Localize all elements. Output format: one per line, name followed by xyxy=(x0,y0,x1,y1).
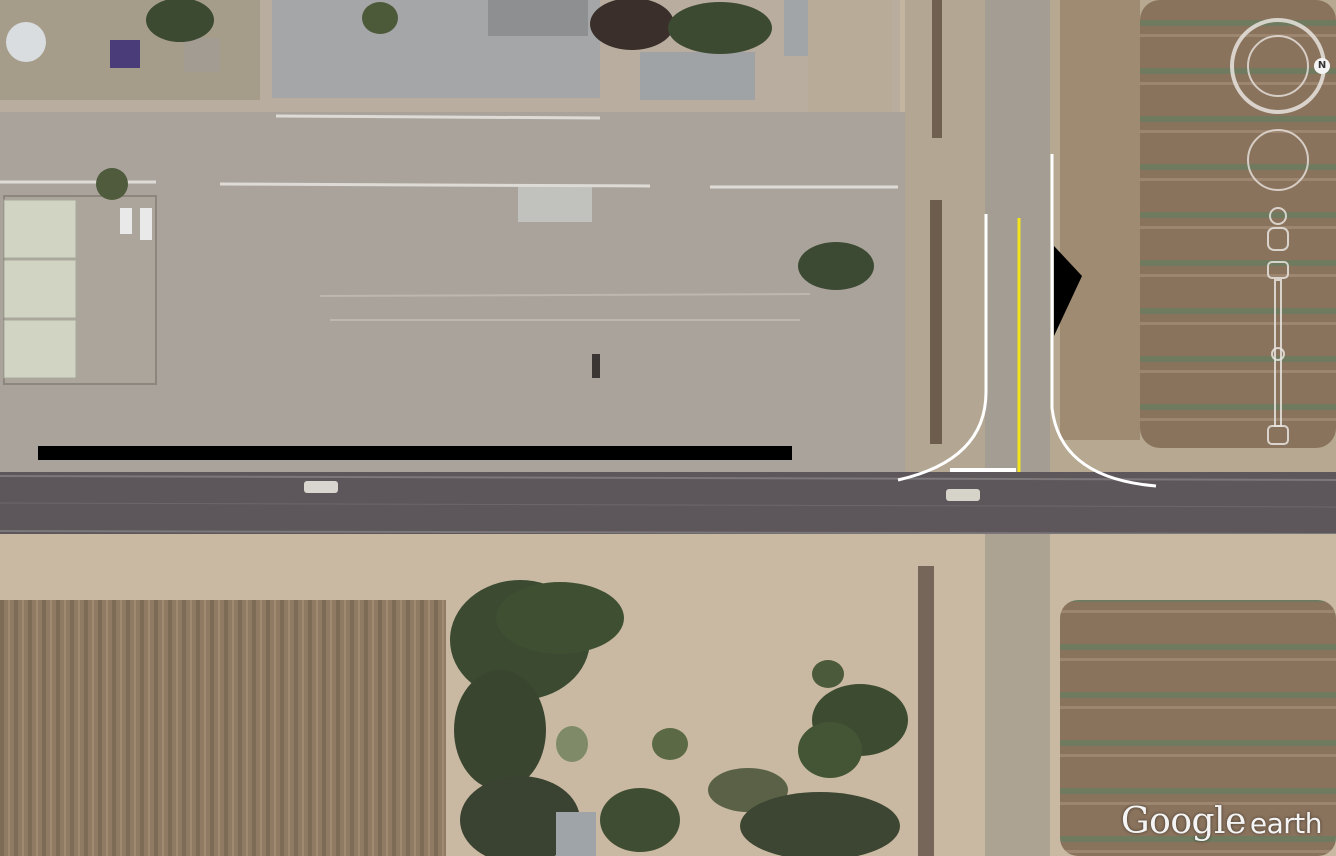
crop-field-southwest xyxy=(0,600,446,856)
building-roof xyxy=(640,52,755,100)
highway xyxy=(0,472,1336,534)
vehicle xyxy=(946,489,980,501)
white-curb-line-east xyxy=(1050,154,1157,488)
street-view-pegman[interactable] xyxy=(1267,207,1289,251)
zoom-slider[interactable] xyxy=(1267,261,1289,445)
black-triangle-marker xyxy=(1054,246,1082,336)
logo-brand: Google xyxy=(1120,801,1246,842)
white-curb-line-west xyxy=(897,214,988,482)
crop-field-southeast xyxy=(1060,600,1336,856)
barrier-bar xyxy=(38,446,792,460)
compass-north-indicator[interactable]: N xyxy=(1314,58,1330,74)
navigation-controls xyxy=(1230,18,1326,445)
tree xyxy=(798,242,874,290)
look-joystick[interactable] xyxy=(1247,129,1309,191)
water-tank xyxy=(6,22,46,62)
compass-ring[interactable] xyxy=(1230,18,1326,114)
logo-product: earth xyxy=(1249,807,1323,840)
vehicle xyxy=(304,481,338,493)
